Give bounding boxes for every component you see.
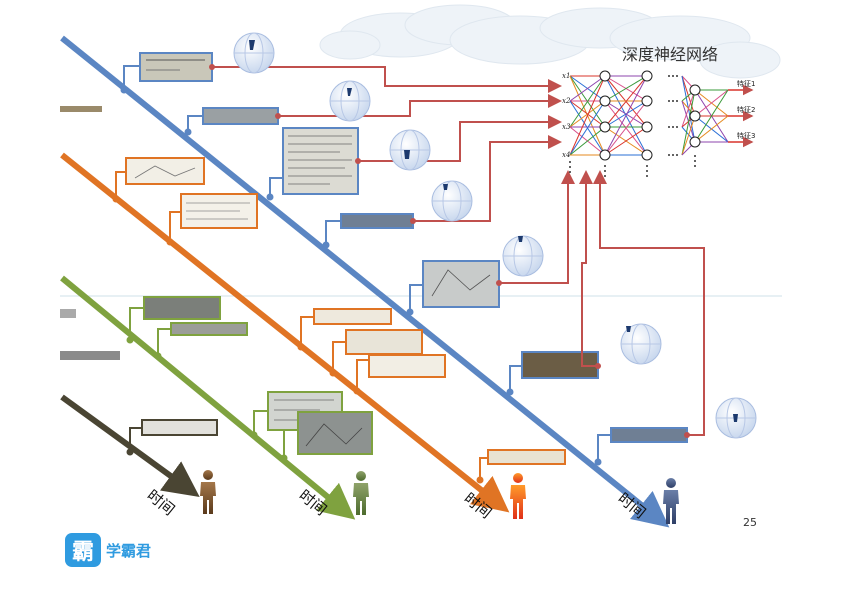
person-orange-icon	[510, 473, 526, 519]
network-node	[641, 70, 653, 82]
timeline-dark-arrow	[60, 394, 200, 498]
network-edge	[604, 100, 648, 156]
network-input-label: x1	[562, 72, 570, 80]
timeline-orange-arrow	[60, 152, 510, 513]
network-edge	[681, 89, 696, 156]
time-label-dark: 时间	[143, 486, 178, 519]
globe-icon	[502, 235, 544, 277]
network-nodes	[599, 70, 701, 161]
network-node	[599, 149, 611, 161]
network-edge	[694, 89, 729, 117]
network-edge	[569, 100, 606, 156]
network-edge	[681, 89, 696, 128]
network-edge	[604, 75, 648, 156]
network-node	[641, 149, 653, 161]
globe-icon	[431, 180, 473, 222]
network-node	[599, 95, 611, 107]
network-edge	[569, 75, 606, 156]
person-green-icon	[353, 471, 369, 515]
network-edge	[694, 115, 729, 143]
network-edge	[604, 75, 648, 128]
person-brown-icon	[200, 470, 216, 514]
green-doc-thumbnails	[143, 296, 373, 455]
network-edge	[604, 75, 648, 102]
network-inputs: x1 x2 x3 x4	[562, 72, 571, 159]
time-label-blue: 时间	[614, 489, 649, 522]
red-connector-dots	[209, 64, 690, 438]
page-number: 25	[743, 516, 757, 529]
network-edge	[569, 75, 606, 128]
person-blue-icon	[663, 478, 679, 524]
network-input-label: x3	[562, 123, 571, 131]
globe-icon	[233, 32, 275, 74]
network-feature-label: 特征1	[737, 79, 755, 88]
timeline-green-arrow	[60, 275, 356, 520]
globe-icon	[389, 129, 431, 171]
network-node	[689, 84, 701, 96]
network-edge	[694, 89, 729, 143]
network-edge	[569, 75, 606, 102]
red-connectors	[212, 66, 705, 436]
doc-snippet	[60, 351, 120, 360]
doc-snippet	[60, 309, 76, 318]
blue-branches	[123, 65, 611, 462]
logo-badge	[65, 533, 101, 567]
green-nodes	[126, 336, 288, 462]
network-dots	[569, 75, 696, 177]
blue-doc-thumbnails	[139, 52, 688, 443]
globe-icon	[620, 323, 662, 365]
cloud-background	[319, 4, 781, 79]
globe-icon	[329, 80, 371, 122]
doc-snippet	[60, 106, 102, 112]
logo-text: 学霸君	[106, 542, 151, 560]
network-edge	[569, 126, 606, 156]
network-node	[641, 95, 653, 107]
network-edge	[604, 126, 648, 156]
network-edges	[569, 75, 729, 156]
brand-logo: 霸 学霸君	[65, 533, 151, 567]
orange-doc-thumbnails	[125, 157, 566, 465]
timeline-blue-arrow	[60, 35, 670, 528]
network-node	[599, 121, 611, 133]
network-node	[689, 110, 701, 122]
network-edge	[681, 115, 696, 156]
globe-icon	[715, 397, 757, 439]
network-node	[599, 70, 611, 82]
dark-branch	[126, 419, 218, 456]
orange-branches	[115, 171, 488, 480]
network-input-label: x4	[562, 151, 570, 159]
network-feature-label: 特征2	[737, 105, 755, 114]
blue-nodes	[120, 86, 602, 466]
network-outputs: 特征1 特征2 特征3	[728, 79, 755, 148]
network-title: 深度神经网络	[622, 45, 718, 64]
network-edge	[604, 100, 648, 128]
network-node	[689, 136, 701, 148]
network-feature-label: 特征3	[737, 131, 755, 140]
logo-glyph: 霸	[72, 540, 94, 565]
orange-nodes	[112, 195, 484, 484]
network-input-label: x2	[562, 97, 571, 105]
network-edge	[569, 100, 606, 128]
globe-icons	[233, 32, 757, 439]
network-node	[641, 121, 653, 133]
